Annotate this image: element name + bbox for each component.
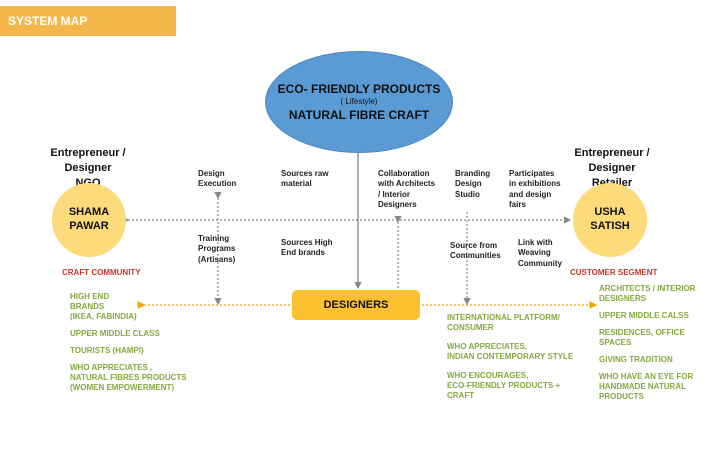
center-title-line1: ECO- FRIENDLY PRODUCTS: [277, 82, 441, 96]
label-sources-high-end: Sources High End brands: [281, 238, 333, 258]
label-sources-raw: Sources raw material: [281, 169, 329, 189]
right-segment-list: ARCHITECTS / INTERIOR DESIGNERS UPPER MI…: [599, 284, 719, 409]
craft-community-title: CRAFT COMMUNITY: [62, 268, 141, 277]
designers-node: DESIGNERS: [292, 290, 420, 320]
right-name-line2: SATISH: [590, 220, 630, 232]
list-item: RESIDENCES, OFFICE SPACES: [599, 328, 685, 347]
label-link-weaving: Link with Weaving Community: [518, 238, 562, 268]
list-item: WHO ENCOURAGES, ECO-FRIENDLY PRODUCTS + …: [447, 371, 561, 400]
center-title-line2: ( Lifestyle): [340, 97, 378, 106]
left-name-line2: PAWAR: [69, 220, 109, 232]
usha-satish-node: USHA SATISH: [573, 183, 647, 257]
eco-friendly-products-node: ECO- FRIENDLY PRODUCTS ( Lifestyle) NATU…: [266, 52, 452, 152]
left-segment-list: HIGH END BRANDS (IKEA, FABINDIA) UPPER M…: [70, 292, 220, 400]
right-name-line1: USHA: [594, 206, 626, 219]
right-role-label: Entrepreneur / Designer Retailer: [550, 146, 674, 191]
list-item: WHO APPRECIATES , NATURAL FIBRES PRODUCT…: [70, 363, 187, 392]
list-item: INTERNATIONAL PLATFORM/ CONSUMER: [447, 313, 560, 332]
list-item: WHO HAVE AN EYE FOR HANDMADE NATURAL PRO…: [599, 372, 694, 401]
label-training-programs: Training Programs (Artisans): [198, 234, 236, 264]
shama-pawar-node: SHAMA PAWAR: [52, 183, 126, 257]
label-source-communities: Source from Communities: [450, 241, 501, 261]
left-name-line1: SHAMA: [68, 206, 110, 219]
system-map-banner: SYSTEM MAP: [0, 6, 176, 36]
label-participates: Participates in exhibitions and design f…: [509, 169, 561, 210]
label-design-execution: Design Execution: [198, 169, 237, 189]
right-role-line1: Entrepreneur / Designer: [574, 147, 650, 174]
list-item: GIVING TRADITION: [599, 355, 673, 364]
list-item: WHO APPRECIATES, INDIAN CONTEMPORARY STY…: [447, 342, 574, 361]
label-branding-studio: Branding Design Studio: [455, 169, 491, 199]
center-segment-list: INTERNATIONAL PLATFORM/ CONSUMER WHO APP…: [447, 313, 597, 408]
center-title-line3: NATURAL FIBRE CRAFT: [288, 108, 430, 122]
list-item: UPPER MIDDLE CLASS: [70, 329, 160, 338]
label-collaboration: Collaboration with Architects / Interior…: [378, 169, 436, 210]
list-item: UPPER MIDDLE CALSS: [599, 311, 689, 320]
list-item: HIGH END BRANDS (IKEA, FABINDIA): [70, 292, 137, 321]
list-item: TOURISTS (HAMPI): [70, 346, 144, 355]
customer-segment-title: CUSTOMER SEGMENT: [570, 268, 658, 277]
left-role-line1: Entrepreneur / Designer: [50, 147, 126, 174]
list-item: ARCHITECTS / INTERIOR DESIGNERS: [599, 284, 696, 303]
